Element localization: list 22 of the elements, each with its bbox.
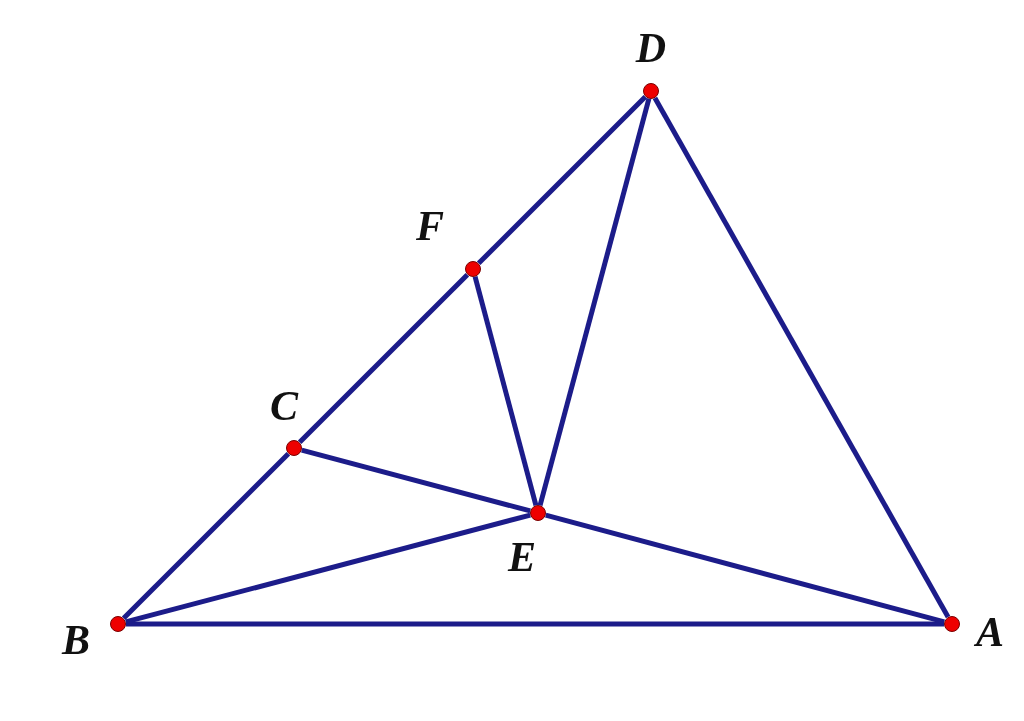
point-label: B (62, 619, 90, 661)
point-label: C (270, 385, 298, 427)
line-segment (297, 272, 470, 445)
line-segment (126, 621, 944, 627)
line-segment (472, 276, 539, 506)
point-label: F (416, 205, 444, 247)
point-dot (110, 616, 126, 632)
line-segment (652, 96, 951, 619)
point-dot (944, 616, 960, 632)
point-label: E (508, 536, 536, 578)
line-segment (476, 94, 648, 266)
point-dot (530, 505, 546, 521)
point-label: D (635, 27, 667, 69)
line-segment (125, 512, 531, 625)
point-dot (286, 440, 302, 456)
line-segment (301, 447, 531, 514)
line-segment (121, 451, 291, 621)
line-segment (545, 512, 945, 625)
point-dot (643, 83, 659, 99)
line-segment (537, 98, 652, 506)
point-label: A (976, 611, 1004, 653)
point-dot (465, 261, 481, 277)
